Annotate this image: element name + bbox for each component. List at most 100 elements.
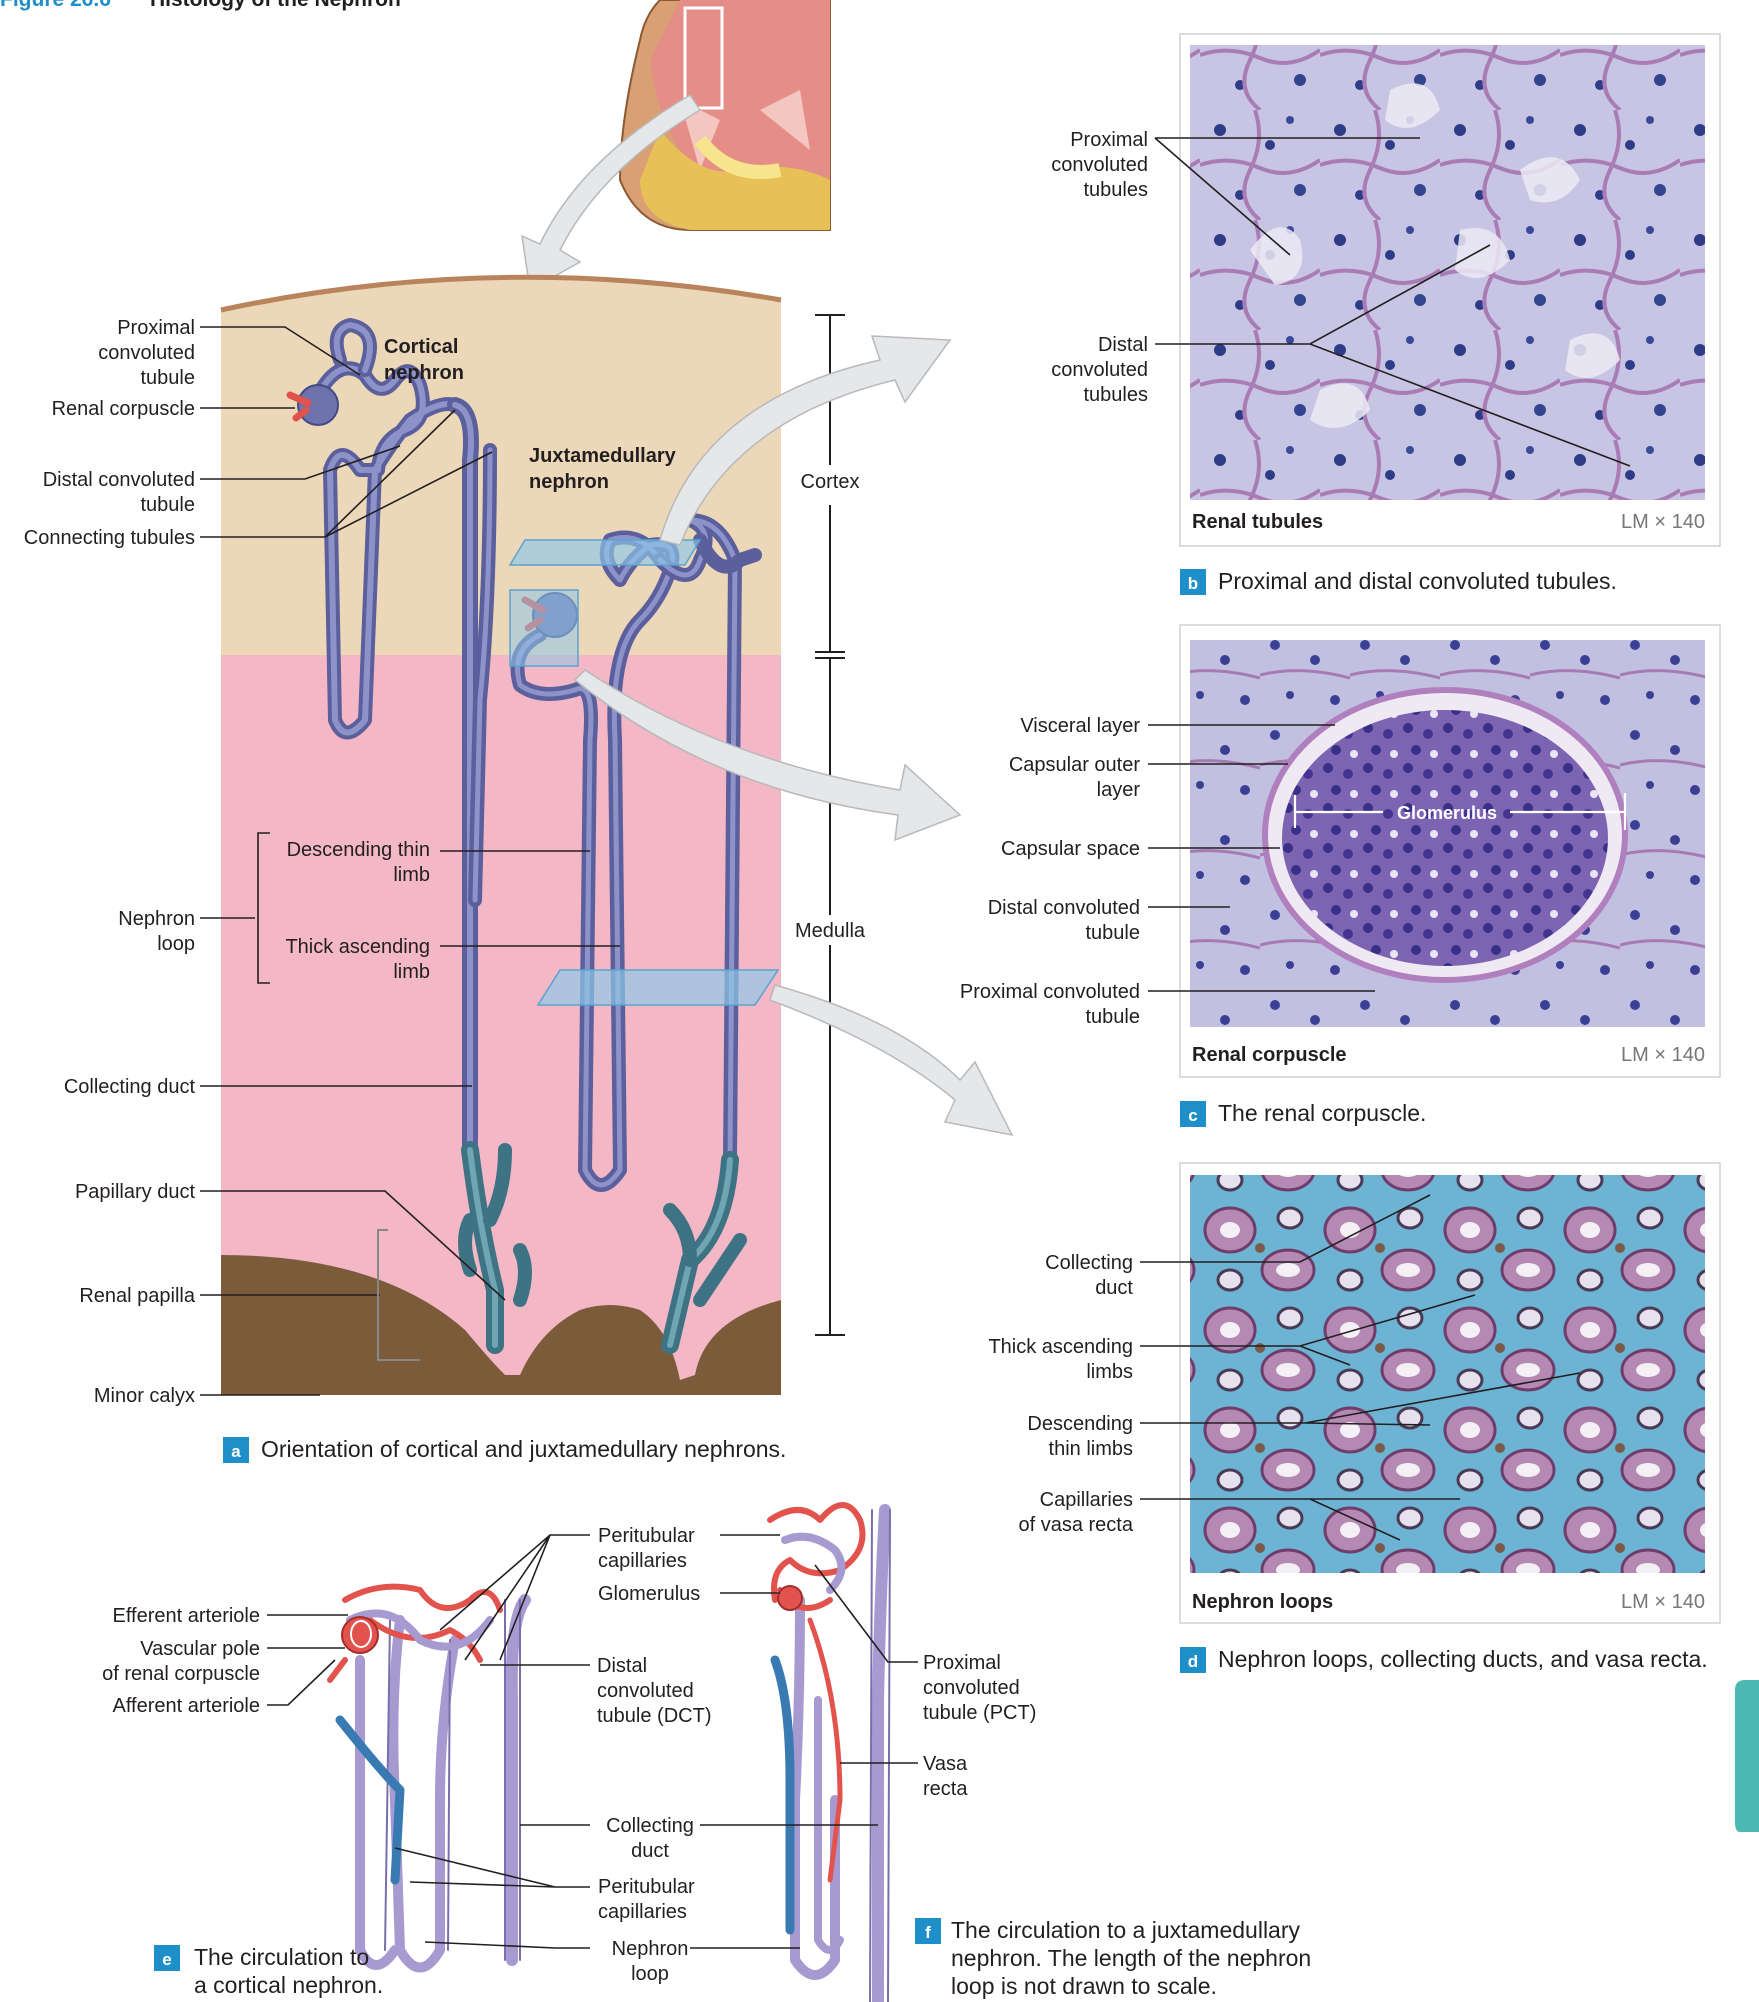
juxta-nephron-title-1: Juxtamedullary: [529, 445, 677, 467]
panel-c-micrograph-label: Renal corpuscle: [1192, 1044, 1347, 1066]
panel-d-letter: d: [1188, 1652, 1198, 1671]
leader-peri-bot: [395, 1848, 590, 1887]
panel-b-magnification: LM × 140: [1621, 511, 1705, 533]
region-ruler: [815, 315, 845, 1335]
label-b-dct-3: tubules: [1084, 384, 1149, 406]
figure-title: Histology of the Nephron: [150, 0, 401, 11]
label-e-afferent: Afferent arteriole: [113, 1695, 261, 1717]
panel-e-leader-afferent: [267, 1660, 335, 1705]
label-loop-2: loop: [631, 1963, 669, 1985]
label-f-pct-1: Proximal: [923, 1652, 1001, 1674]
panel-e-caption-1: The circulation to: [194, 1944, 369, 1970]
panel-b: Renal tubules LM × 140: [1180, 34, 1720, 546]
panel-e-diagram: [330, 1587, 525, 1968]
label-e-efferent: Efferent arteriole: [113, 1605, 261, 1627]
label-a-pct-2: convoluted: [98, 342, 195, 364]
nephron-loops-micrograph: [1190, 1175, 1705, 1573]
label-a-connecting-tubules: Connecting tubules: [24, 527, 195, 549]
label-loop-1: Nephron: [612, 1938, 689, 1960]
figure-number: Figure 26.6: [0, 0, 111, 11]
label-b-pct-1: Proximal: [1070, 129, 1148, 151]
label-d-cd-2: duct: [1095, 1277, 1133, 1299]
cortical-nephron-title-1: Cortical: [384, 336, 458, 358]
label-peri-bot-2: capillaries: [598, 1901, 687, 1923]
label-c-dct-1: Distal convoluted: [988, 897, 1140, 919]
label-a-collecting-duct: Collecting duct: [64, 1076, 196, 1098]
label-d-desc-1: Descending: [1027, 1413, 1133, 1435]
label-c-space: Capsular space: [1001, 838, 1140, 860]
glomerulus-label: Glomerulus: [1397, 803, 1497, 823]
panel-d: Nephron loops LM × 140: [1180, 1163, 1720, 1623]
label-d-desc-2: thin limbs: [1049, 1438, 1133, 1460]
label-a-thick-1: Thick ascending: [285, 936, 430, 958]
label-peri-bot-1: Peritubular: [598, 1876, 695, 1898]
panel-c-letter: c: [1188, 1106, 1197, 1125]
label-a-pct-3: tubule: [141, 367, 196, 389]
label-a-thick-2: limb: [393, 961, 430, 983]
panel-b-caption: Proximal and distal convoluted tubules.: [1218, 568, 1617, 594]
label-a-dct-1: Distal convoluted: [43, 469, 195, 491]
label-a-renal-papilla: Renal papilla: [79, 1285, 196, 1307]
label-b-dct-1: Distal: [1098, 334, 1148, 356]
medulla-section-plane: [538, 970, 778, 1005]
chapter-side-tab: [1735, 1680, 1759, 1832]
label-a-desc-1: Descending thin: [287, 839, 430, 861]
label-d-thick-2: limbs: [1086, 1361, 1133, 1383]
label-cd-2: duct: [631, 1840, 669, 1862]
panel-a-letter: a: [231, 1442, 241, 1461]
label-c-outer-1: Capsular outer: [1009, 754, 1141, 776]
label-a-dct-2: tubule: [141, 494, 196, 516]
label-d-cap-1: Capillaries: [1040, 1489, 1133, 1511]
label-peri-top-1: Peritubular: [598, 1525, 695, 1547]
label-c-visceral: Visceral layer: [1020, 715, 1140, 737]
panel-d-caption: Nephron loops, collecting ducts, and vas…: [1218, 1646, 1708, 1672]
label-f-pct-2: convoluted: [923, 1677, 1020, 1699]
panel-e-letter: e: [162, 1950, 171, 1969]
label-e-vascular-2: of renal corpuscle: [102, 1663, 260, 1685]
label-b-pct-2: convoluted: [1051, 154, 1148, 176]
label-cd-1: Collecting: [606, 1815, 694, 1837]
juxta-nephron-title-2: nephron: [529, 471, 609, 493]
label-peri-top-2: capillaries: [598, 1550, 687, 1572]
panel-e-caption-2: a cortical nephron.: [194, 1972, 383, 1998]
juxta-corpuscle-highlight: [510, 590, 578, 666]
label-e-vascular-1: Vascular pole: [140, 1638, 260, 1660]
label-a-desc-2: limb: [393, 864, 430, 886]
panel-b-letter: b: [1188, 574, 1198, 593]
glomerulus-tuft: [1282, 710, 1608, 966]
label-b-pct-3: tubules: [1084, 179, 1149, 201]
cortex-label: Cortex: [801, 471, 860, 493]
label-b-dct-2: convoluted: [1051, 359, 1148, 381]
label-c-outer-2: layer: [1097, 779, 1141, 801]
label-a-loop-1: Nephron: [118, 908, 195, 930]
label-glomerulus: Glomerulus: [598, 1583, 700, 1605]
panel-d-micrograph-label: Nephron loops: [1192, 1591, 1333, 1613]
label-a-renal-corpuscle: Renal corpuscle: [52, 398, 195, 420]
label-a-minor-calyx: Minor calyx: [94, 1385, 195, 1407]
label-f-vasa-2: recta: [923, 1778, 968, 1800]
panel-f-caption-2: nephron. The length of the nephron: [951, 1945, 1311, 1971]
label-dct-2: convoluted: [597, 1680, 694, 1702]
label-dct-3: tubule (DCT): [597, 1705, 711, 1727]
panel-f-letter: f: [925, 1923, 931, 1942]
label-c-dct-2: tubule: [1086, 922, 1141, 944]
label-a-pct-1: Proximal: [117, 317, 195, 339]
kidney-inset: [620, 0, 830, 230]
label-dct-1: Distal: [597, 1655, 647, 1677]
panel-b-micrograph-label: Renal tubules: [1192, 511, 1323, 533]
label-a-papillary-duct: Papillary duct: [75, 1181, 196, 1203]
label-c-pct-1: Proximal convoluted: [960, 981, 1140, 1003]
panel-f-diagram: [770, 1505, 890, 2002]
label-d-thick-1: Thick ascending: [988, 1336, 1133, 1358]
label-f-vasa-1: Vasa: [923, 1753, 968, 1775]
panel-c-caption: The renal corpuscle.: [1218, 1100, 1426, 1126]
panel-c-magnification: LM × 140: [1621, 1044, 1705, 1066]
panel-f-caption-3: loop is not drawn to scale.: [951, 1973, 1217, 1999]
cortex-section-plane: [510, 540, 700, 565]
label-d-cd-1: Collecting: [1045, 1252, 1133, 1274]
medulla-label: Medulla: [795, 920, 866, 942]
label-a-loop-2: loop: [157, 933, 195, 955]
panel-f-caption-1: The circulation to a juxtamedullary: [951, 1917, 1300, 1943]
label-c-pct-2: tubule: [1086, 1006, 1141, 1028]
